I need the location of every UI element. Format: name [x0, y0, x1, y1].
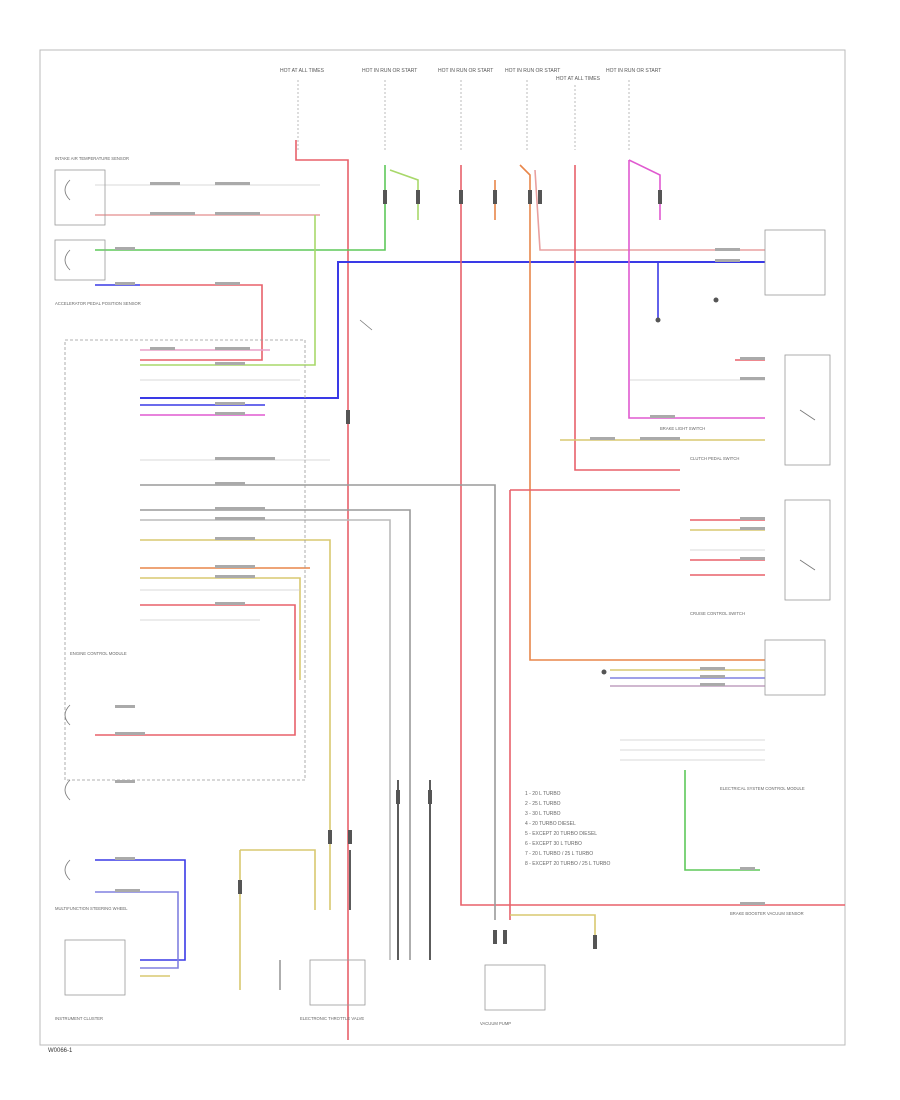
component-label-cruise: CRUISE CONTROL SWITCH [690, 611, 745, 616]
switch-symbol-2 [799, 559, 816, 571]
fuse-source-2: HOT IN RUN OR START [362, 68, 417, 150]
legend-item-5: 5 - EXCEPT 20 TURBO DIESEL [525, 831, 597, 837]
wire-orange-3 [534, 169, 765, 251]
fuse-source-label-5: HOT AT ALL TIMES [556, 76, 601, 82]
wire-label-marks [115, 182, 765, 905]
aux-lines [95, 184, 765, 761]
component-label-escm: ELECTRICAL SYSTEM CONTROL MODULE [720, 786, 805, 791]
component-label-iat: INTAKE AIR TEMPERATURE SENSOR [55, 156, 129, 161]
wire-orange-2 [519, 164, 765, 661]
wire-red-5 [574, 165, 680, 471]
wire-yellow-bottom-2 [240, 849, 316, 910]
box-instrument [64, 939, 126, 996]
box-right-switch [784, 354, 831, 466]
wire-green-right [684, 770, 760, 871]
component-label-mfsw: MULTIFUNCTION STEERING WHEEL [55, 906, 128, 911]
component-label-vacuum: VACUUM PUMP [480, 1021, 511, 1026]
ecm-box [64, 339, 306, 781]
box-left-app [54, 239, 106, 281]
fuse-source-label-1: HOT AT ALL TIMES [280, 68, 325, 74]
wire-red-right-2 [509, 489, 680, 920]
box-left-top [54, 169, 106, 226]
component-label-throttle: ELECTRONIC THROTTLE VALVE [300, 1016, 364, 1021]
wire-red-left-3 [95, 604, 296, 736]
wire-yellow-bottom-4 [510, 914, 596, 945]
box-right-mid [764, 639, 826, 696]
fuse-headers: HOT AT ALL TIMES HOT IN RUN OR START HOT… [280, 68, 661, 150]
box-brake [484, 964, 546, 1011]
fuse-source-label-4: HOT IN RUN OR START [505, 68, 560, 74]
wire-red-3 [460, 165, 845, 906]
sensor-symbol-5 [64, 859, 71, 881]
fuse-source-4: HOT IN RUN OR START [505, 68, 560, 150]
component-label-vacuum-sensor: BRAKE BOOSTER VACUUM SENSOR [730, 911, 804, 916]
legend-item-3: 3 - 30 L TURBO [525, 811, 561, 817]
wire-green-left [140, 215, 316, 366]
legend: 1 - 20 L TURBO 2 - 25 L TURBO 3 - 30 L T… [525, 791, 611, 867]
wire-red-main [295, 140, 349, 1040]
legend-item-6: 6 - EXCEPT 30 L TURBO [525, 841, 582, 847]
legend-item-7: 7 - 20 L TURBO / 25 L TURBO [525, 851, 593, 857]
fuse-source-6: HOT IN RUN OR START [606, 68, 661, 150]
component-label-app: ACCELERATOR PEDAL POSITION SENSOR [55, 301, 141, 306]
wire-green-2 [389, 169, 419, 220]
wire-pink-2 [628, 160, 765, 419]
sensor-symbol-3 [64, 704, 71, 726]
connectors [238, 190, 719, 949]
fuse-source-1: HOT AT ALL TIMES [280, 68, 325, 150]
symbols [64, 179, 816, 881]
fuse-source-label-2: HOT IN RUN OR START [362, 68, 417, 74]
wire-green-1 [95, 165, 386, 251]
box-throttle [309, 959, 366, 1006]
sensor-symbol-4 [64, 779, 71, 801]
legend-item-4: 4 - 20 TURBO DIESEL [525, 821, 576, 827]
switch-symbol-3 [359, 319, 373, 331]
sensor-symbol-2 [64, 249, 71, 271]
fuse-source-label-3: HOT IN RUN OR START [438, 68, 493, 74]
wire-yellow-left-2 [140, 577, 301, 680]
wire-blue-bus [140, 261, 765, 399]
legend-item-2: 2 - 25 L TURBO [525, 801, 561, 807]
fuse-source-5: HOT AT ALL TIMES [556, 76, 601, 150]
component-label-brake-switch: BRAKE LIGHT SWITCH [660, 426, 705, 431]
component-label-ecm: ENGINE CONTROL MODULE [70, 651, 127, 656]
wire-yellow-left [140, 539, 331, 910]
component-label-instrument: INSTRUMENT CLUSTER [55, 1016, 103, 1021]
sensor-symbol-1 [64, 179, 71, 201]
fuse-source-label-6: HOT IN RUN OR START [606, 68, 661, 74]
component-boxes [54, 169, 831, 1011]
legend-item-1: 1 - 20 L TURBO [525, 791, 561, 797]
wire-red-left-2 [140, 284, 263, 361]
box-right-top [764, 229, 826, 296]
component-label-clutch: CLUTCH PEDAL SWITCH [690, 456, 739, 461]
component-labels: ENGINE CONTROL MODULE ACCELERATOR PEDAL … [55, 156, 805, 1026]
diagram-id: W0066-1 [48, 1048, 73, 1054]
fuse-source-3: HOT IN RUN OR START [438, 68, 493, 150]
diagram-frame [39, 49, 846, 1046]
wire-blue-bottom [95, 859, 186, 961]
wire-gray-1 [140, 484, 496, 920]
legend-item-8: 8 - EXCEPT 20 TURBO / 25 L TURBO [525, 861, 611, 867]
wire-blue-bottom-2 [95, 891, 179, 969]
wire-pink-1 [628, 159, 661, 220]
box-right-switch-2 [784, 499, 831, 601]
switch-symbol-1 [799, 409, 816, 421]
